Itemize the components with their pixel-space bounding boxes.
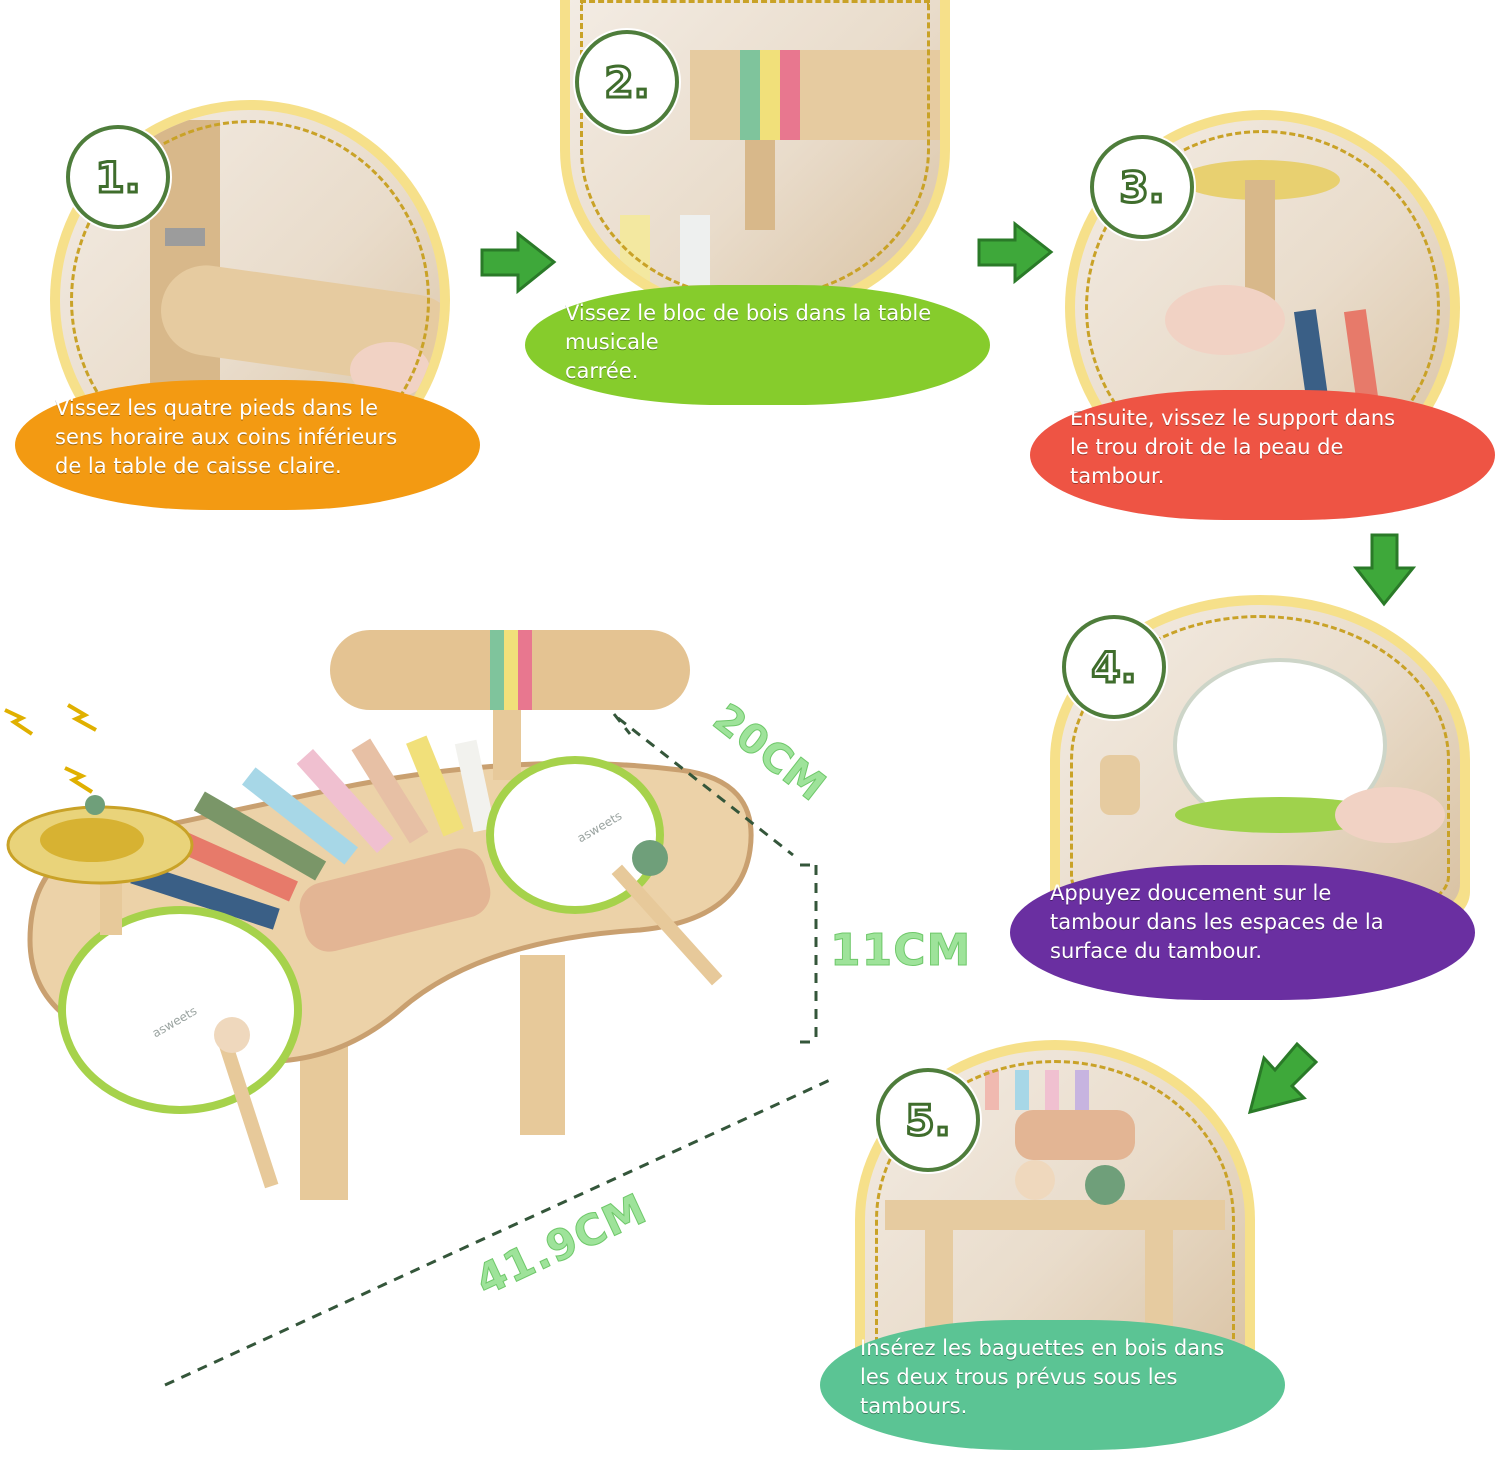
down-left-arrow-icon xyxy=(1247,1041,1319,1115)
step-3-line-2: le trou droit de la peau de xyxy=(1070,435,1344,459)
step-1-line-2: sens horaire aux coins inférieurs xyxy=(55,425,398,449)
step-3-line-3: tambour. xyxy=(1070,464,1165,488)
step-1-line-3: de la table de caisse claire. xyxy=(55,454,342,478)
step-5-number-badge: 5. xyxy=(876,1068,980,1172)
step-5-line-2: les deux trous prévus sous les xyxy=(860,1365,1178,1389)
step-5-instruction: Insérez les baguettes en bois dans les d… xyxy=(820,1320,1285,1450)
down-arrow-icon xyxy=(1352,533,1417,607)
step-5-line-3: tambours. xyxy=(860,1394,968,1418)
step-4-number-badge: 4. xyxy=(1062,615,1166,719)
step-5-line-1: Insérez les baguettes en bois dans xyxy=(860,1336,1225,1360)
step-4-line-2: tambour dans les espaces de la xyxy=(1050,910,1384,934)
step-4-instruction: Appuyez doucement sur le tambour dans le… xyxy=(1010,865,1475,1000)
step-1-instruction: Vissez les quatre pieds dans le sens hor… xyxy=(15,380,480,510)
right-arrow-icon xyxy=(977,220,1054,285)
step-4-line-3: surface du tambour. xyxy=(1050,939,1263,963)
step-2-line-1: Vissez le bloc de bois dans la table xyxy=(565,301,932,325)
step-2-instruction: Vissez le bloc de bois dans la table mus… xyxy=(525,285,990,405)
step-1-line-1: Vissez les quatre pieds dans le xyxy=(55,396,379,420)
step-4-line-1: Appuyez doucement sur le xyxy=(1050,881,1332,905)
drum-table-product xyxy=(4,630,754,1200)
step-2-line-3: carrée. xyxy=(565,359,639,383)
step-2-number-badge: 2. xyxy=(575,30,679,134)
right-arrow-icon xyxy=(480,230,557,295)
step-1-number-badge: 1. xyxy=(66,125,170,229)
step-3-instruction: Ensuite, vissez le support dans le trou … xyxy=(1030,390,1495,520)
step-3-number-badge: 3. xyxy=(1090,135,1194,239)
step-2-line-2: musicale xyxy=(565,330,659,354)
step-3-line-1: Ensuite, vissez le support dans xyxy=(1070,406,1396,430)
height-dimension-label: 11CM xyxy=(829,925,972,977)
